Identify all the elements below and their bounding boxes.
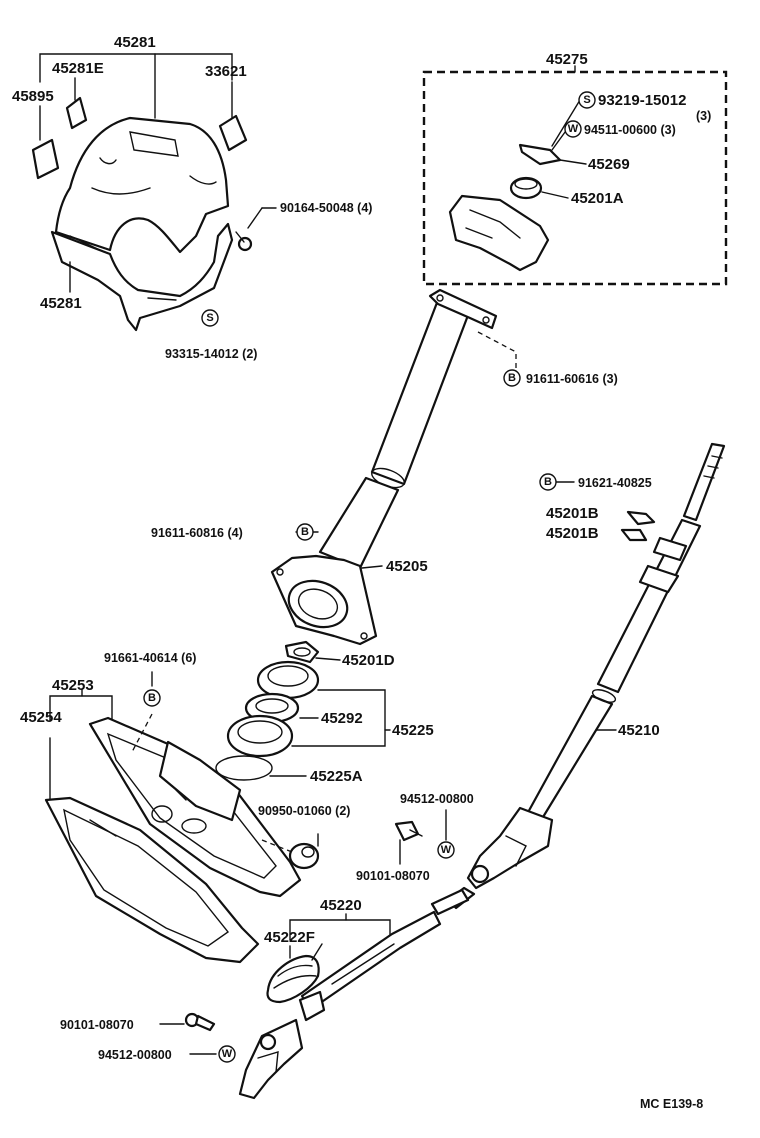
label-93315: 93315-14012 (2): [165, 347, 257, 361]
column-cover-group: [31, 53, 277, 332]
shaft-45220: [300, 910, 442, 1012]
part-labels: 45281 45281E 33621 45895 90164-50048 (4)…: [12, 34, 711, 1111]
ring-45201a: [509, 176, 543, 200]
label-45281-top: 45281: [114, 34, 156, 51]
label-45201b-1: 45201B: [546, 505, 599, 522]
clip-45201b-2: [620, 528, 648, 542]
b-marker-91621: B: [539, 473, 557, 491]
pad-33621: [218, 114, 248, 152]
label-93219-qty: (3): [696, 109, 711, 123]
clip-45201b-1: [626, 510, 656, 526]
shaft-upper: [596, 518, 702, 694]
label-45225: 45225: [392, 722, 434, 739]
label-91621: 91621-40825: [578, 476, 652, 490]
column-top-flange: [428, 288, 498, 330]
b-marker-91611-3: B: [503, 369, 521, 387]
label-45210: 45210: [618, 722, 660, 739]
label-45225a: 45225A: [310, 768, 363, 785]
lock-set-group: [422, 65, 728, 286]
bearing-stack: [215, 640, 391, 781]
label-91661: 91661-40614 (6): [104, 651, 196, 665]
label-45895: 45895: [12, 88, 54, 105]
svg-text:B: B: [301, 526, 309, 538]
label-45281e: 45281E: [52, 60, 104, 77]
bearing-upper: [256, 660, 320, 700]
seal-45225a: [215, 755, 273, 781]
plate-45254: [44, 796, 260, 964]
joint-bolt-group-top: [394, 809, 447, 865]
label-94512-top: 94512-00800: [400, 792, 474, 806]
label-45292: 45292: [321, 710, 363, 727]
svg-text:S: S: [206, 312, 213, 324]
label-90950: 90950-01060 (2): [258, 804, 350, 818]
pad-45895: [31, 138, 60, 180]
label-45254: 45254: [20, 709, 62, 726]
label-94512-bottom: 94512-00800: [98, 1048, 172, 1062]
shaft-45220-upper: [430, 888, 470, 916]
w-marker-94511: W: [564, 120, 582, 138]
bolt-90101-top: [394, 820, 423, 842]
universal-joint-lower: [238, 1018, 304, 1100]
lock-housing: [448, 194, 550, 272]
label-45205: 45205: [386, 558, 428, 575]
label-45201a: 45201A: [571, 190, 624, 207]
universal-joint-upper: [466, 806, 554, 890]
column-tube-lower: [318, 476, 400, 570]
lower-shaft-group: [159, 888, 470, 1100]
label-90164: 90164-50048 (4): [280, 201, 372, 215]
upper-column-cover: [54, 116, 230, 254]
label-90101-top: 90101-08070: [356, 869, 430, 883]
label-45201d: 45201D: [342, 652, 395, 669]
w-marker-94512-top: W: [437, 841, 455, 859]
plate-45253: [88, 716, 302, 898]
s-marker-93219: S: [578, 91, 596, 109]
snap-ring-45201d: [284, 640, 320, 664]
label-45201b-2: 45201B: [546, 525, 599, 542]
w-marker-94512-bottom: W: [218, 1045, 236, 1063]
svg-text:B: B: [544, 476, 552, 488]
floor-plate-group: [44, 671, 320, 964]
main-shaft-group: [446, 442, 726, 910]
label-45269: 45269: [588, 156, 630, 173]
column-tube-group: [270, 288, 517, 646]
svg-text:B: B: [508, 372, 516, 384]
b-marker-91611-4: B: [296, 523, 314, 541]
catalog-reference: MC E139-8: [640, 1097, 703, 1111]
svg-text:W: W: [441, 844, 452, 856]
pad-45281e: [65, 96, 88, 130]
label-93219: 93219-15012: [598, 92, 686, 109]
label-90101-bottom: 90101-08070: [60, 1018, 134, 1032]
label-45253: 45253: [52, 677, 94, 694]
svg-text:W: W: [222, 1048, 233, 1060]
label-45220: 45220: [320, 897, 362, 914]
column-tube-upper: [370, 298, 472, 486]
label-91611-4: 91611-60816 (4): [151, 526, 243, 540]
svg-text:W: W: [568, 123, 579, 135]
label-33621: 33621: [205, 63, 247, 80]
svg-text:S: S: [583, 94, 590, 106]
bearing-lower: [226, 714, 294, 758]
shaft-spline: [682, 442, 726, 522]
s-marker-93315: S: [201, 309, 219, 327]
bolt-90101-bottom: [184, 1012, 216, 1032]
label-45275: 45275: [546, 51, 588, 68]
label-45281-bottom: 45281: [40, 295, 82, 312]
label-91611-3: 91611-60616 (3): [526, 372, 618, 386]
label-94511: 94511-00600 (3): [584, 123, 676, 137]
washer-45269: [518, 143, 562, 166]
symbol-markers: S S W B B B B W W: [143, 91, 596, 1063]
label-45222f: 45222F: [264, 929, 315, 946]
shaft-lower: [524, 694, 614, 824]
b-marker-91661: B: [143, 689, 161, 707]
svg-text:B: B: [148, 692, 156, 704]
lower-column-cover: [50, 222, 234, 332]
screw-90164: [235, 231, 253, 252]
